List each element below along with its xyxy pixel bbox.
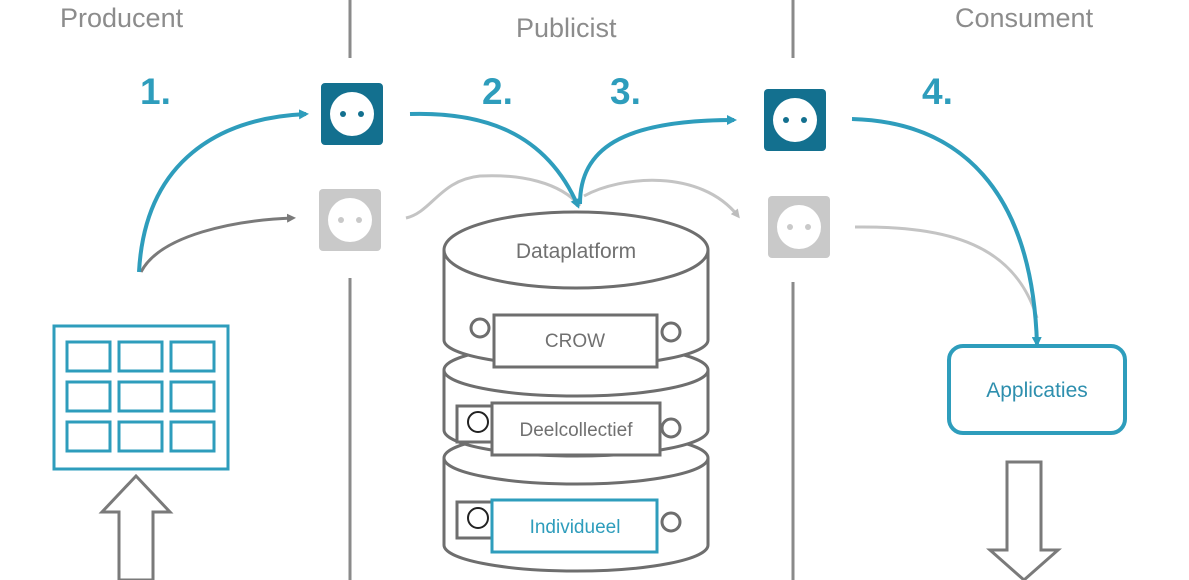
- tier-deelcollectief: Deelcollectief: [455, 401, 682, 457]
- step-number-3: 3.: [610, 71, 641, 112]
- applications-box: Applicaties: [947, 344, 1127, 435]
- tier-label-individueel: Individueel: [530, 517, 621, 538]
- column-dividers: [348, 0, 795, 580]
- step-number-1: 1.: [140, 71, 171, 112]
- tier-individueel: Individueel: [455, 498, 682, 554]
- power-socket-icon: [768, 196, 830, 258]
- column-title-producer: Producent: [60, 3, 184, 33]
- power-socket-icon: [764, 89, 826, 151]
- column-title-publisher: Publicist: [516, 13, 617, 43]
- flow-arrows-active: [137, 109, 1042, 347]
- grid-panel-icon: [52, 324, 230, 471]
- output-arrow-down: [986, 460, 1062, 580]
- column-title-consumer: Consument: [955, 3, 1094, 33]
- tier-label-deelcollectief: Deelcollectief: [520, 420, 634, 441]
- step-number-2: 2.: [482, 71, 513, 112]
- tier-label-crow: CROW: [545, 331, 605, 352]
- database-title: Dataplatform: [516, 240, 636, 263]
- input-arrow-up: [98, 473, 174, 580]
- power-socket-icon: [319, 189, 381, 251]
- flow-arrows-inactive: [139, 174, 1039, 319]
- applications-label: Applicaties: [986, 379, 1088, 402]
- step-number-4: 4.: [922, 71, 953, 112]
- power-socket-icon: [321, 83, 383, 145]
- tier-crow: CROW: [469, 313, 682, 369]
